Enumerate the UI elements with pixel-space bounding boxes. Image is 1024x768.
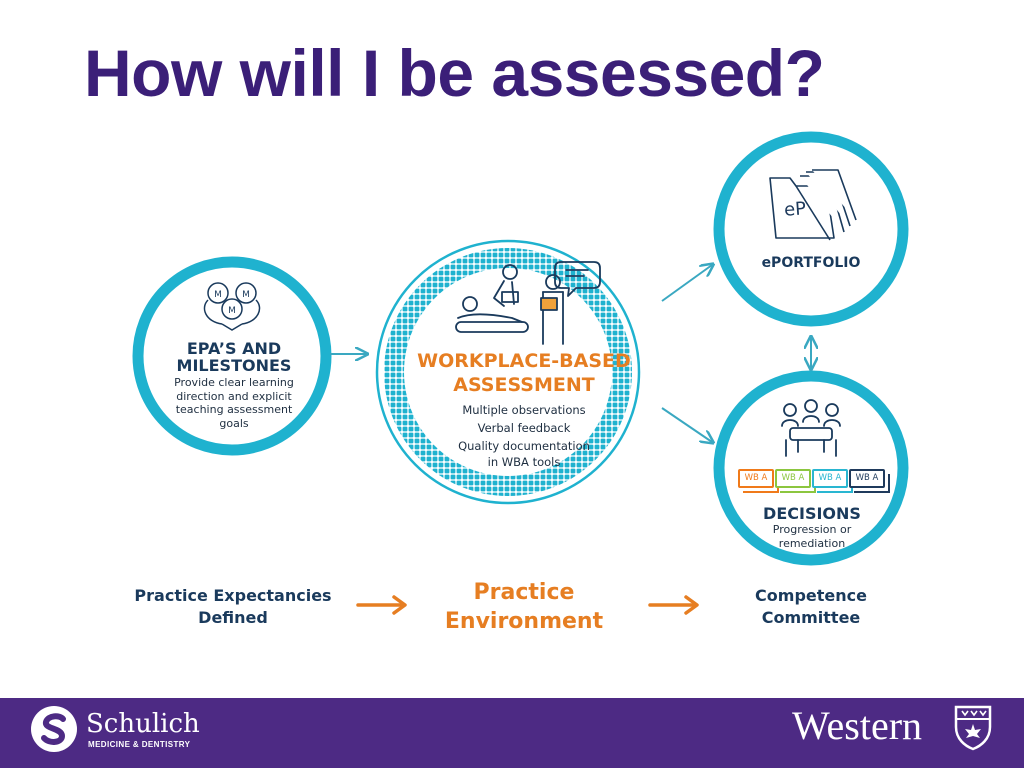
- epa-description: Provide clear learning direction and exp…: [162, 376, 306, 430]
- practice-environment-label: Practice Environment: [412, 578, 636, 636]
- practice-expectancies-line: Practice Expectancies: [134, 586, 332, 605]
- wba-heading-line: ASSESSMENT: [453, 374, 595, 396]
- decisions-description: Progression or remediation: [740, 523, 884, 551]
- western-crest-icon: [954, 705, 992, 751]
- wba-heading-line: WORKPLACE-BASED: [417, 350, 631, 372]
- epa-description-line: direction and explicit: [176, 389, 292, 403]
- footer-bar: [0, 698, 1024, 768]
- wba-description-line: in WBA tools: [487, 455, 561, 469]
- epa-description-line: teaching assessment: [175, 403, 293, 416]
- slide-title: How will I be assessed?: [84, 36, 825, 110]
- committee-meeting-icon: [781, 399, 841, 457]
- wba-form-card: WB A: [775, 469, 816, 493]
- wba-form-card: WB A: [812, 469, 853, 493]
- practice-environment-line: Environment: [444, 609, 604, 634]
- eportfolio-text-block: ePORTFOLIO: [732, 255, 890, 271]
- arrow-wba-to-eportfolio: [661, 265, 712, 302]
- decisions-description-line: remediation: [778, 537, 846, 550]
- wba-form-card: WB A: [849, 469, 890, 493]
- wba-description-line: Quality documentation: [458, 439, 590, 453]
- practice-environment-line: Practice: [473, 580, 575, 605]
- arrow-wba-to-decisions: [661, 407, 712, 442]
- epa-heading-line: EPA’S AND: [186, 339, 282, 358]
- schulich-logo-icon: [31, 706, 77, 752]
- schulich-subtitle: MEDICINE & DENTISTRY: [88, 740, 191, 749]
- decisions-description-line: Progression or: [772, 523, 852, 536]
- wba-text-block: WORKPLACE-BASED ASSESSMENT Multiple obse…: [400, 349, 648, 469]
- wba-heading: WORKPLACE-BASED ASSESSMENT: [400, 349, 648, 397]
- eportfolio-circle: [713, 131, 909, 327]
- wba-description: Multiple observations Verbal feedback Qu…: [400, 401, 648, 469]
- epa-description-line: Provide clear learning: [174, 376, 294, 389]
- epa-heading: EPA’S AND MILESTONES: [162, 340, 306, 374]
- epa-heading-line: MILESTONES: [176, 356, 292, 375]
- orange-arrow-left: [356, 595, 407, 615]
- western-wordmark: Western: [792, 703, 923, 748]
- clinician-patient-teacher-icon: [455, 261, 601, 345]
- folder-files-icon: [769, 169, 857, 241]
- milestone-letter: M: [214, 290, 222, 300]
- orange-arrow-right: [648, 595, 699, 615]
- practice-expectancies-label: Practice Expectancies Defined: [128, 585, 338, 629]
- practice-expectancies-line: Defined: [198, 608, 268, 627]
- wba-circle: [375, 239, 641, 505]
- competence-committee-label: Competence Committee: [720, 585, 902, 629]
- decisions-circle: [713, 370, 909, 566]
- milestone-letter: M: [228, 306, 236, 316]
- eportfolio-icon-label: eP: [783, 198, 807, 221]
- milestones-icon: [203, 282, 261, 331]
- competence-committee-line: Competence: [755, 586, 867, 605]
- wba-forms-stack: WB A WB A WB A WB A: [738, 469, 890, 499]
- wba-description-line: Verbal feedback: [477, 421, 571, 435]
- eportfolio-heading: ePORTFOLIO: [761, 255, 861, 271]
- decisions-heading: DECISIONS: [763, 504, 861, 523]
- epa-text-block: EPA’S AND MILESTONES Provide clear learn…: [162, 340, 306, 430]
- schulich-wordmark: Schulich: [86, 709, 200, 739]
- epa-circle: [132, 256, 332, 456]
- competence-committee-line: Committee: [761, 608, 861, 627]
- wba-description-line: Multiple observations: [462, 403, 586, 417]
- milestone-letter: M: [242, 290, 250, 300]
- epa-description-line: goals: [219, 416, 249, 430]
- wba-form-card: WB A: [738, 469, 779, 493]
- decisions-text-block: DECISIONS Progression or remediation: [740, 505, 884, 551]
